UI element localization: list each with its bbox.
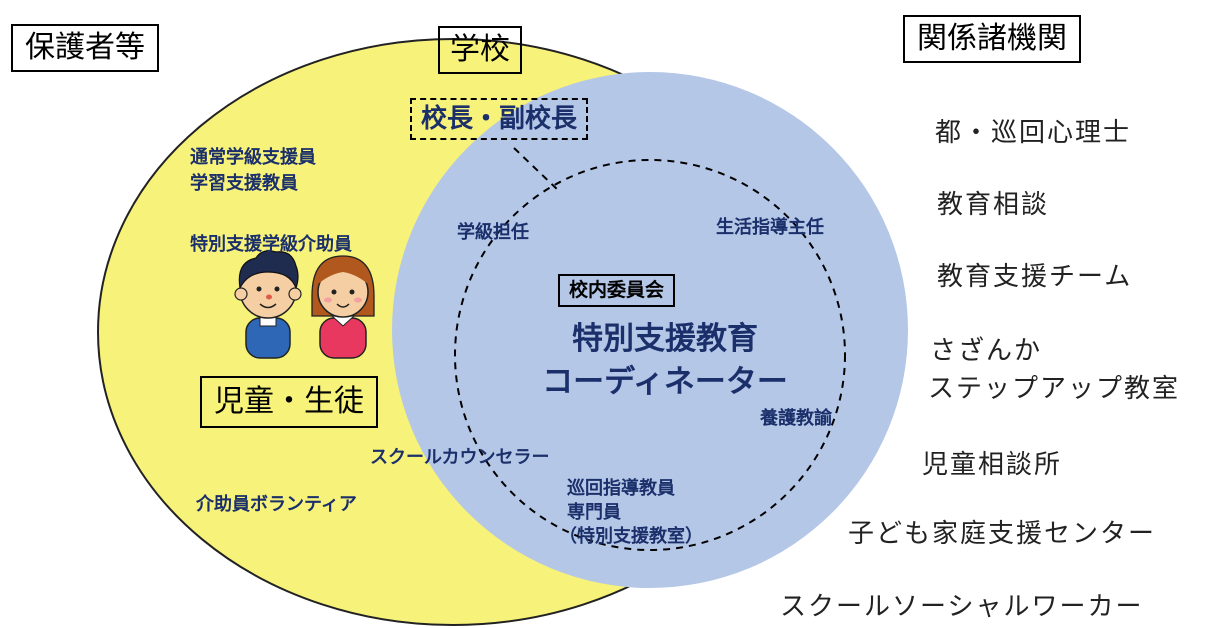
agency-education-support-team: 教育支援チーム	[937, 262, 1133, 292]
principal-connector-line	[513, 147, 561, 193]
agency-step-up-classroom: ステップアップ教室	[928, 374, 1181, 404]
school-counselor-label: スクールカウンセラー	[370, 447, 550, 468]
agency-sazanka: さざんか	[930, 336, 1043, 366]
agency-psychologist: 都・巡回心理士	[935, 118, 1132, 148]
inner-dashed-circle	[454, 159, 846, 551]
principal-label: 校長・副校長	[410, 98, 589, 140]
coordinator-title-line-1: 特別支援教育	[572, 321, 758, 357]
itinerant-line-2: 専門員	[567, 501, 621, 523]
girl-figure	[311, 255, 375, 359]
agency-social-worker: スクールソーシャルワーカー	[780, 592, 1144, 622]
itinerant-line-1: 巡回指導教員	[567, 478, 675, 499]
agency-child-guidance-center: 児童相談所	[922, 450, 1063, 480]
homeroom-teacher-label: 学級担任	[457, 222, 529, 243]
coordinator-title-line-2: コーディネーター	[542, 363, 788, 400]
agencies-label: 関係諸機関	[903, 15, 1081, 63]
aide-volunteer-label: 介助員ボランティア	[196, 494, 357, 515]
committee-label: 校内委員会	[558, 274, 676, 307]
regular-class-assistant: 通常学級支援員	[190, 147, 316, 168]
guardians-label: 保護者等	[11, 24, 159, 72]
boy-figure	[234, 250, 302, 359]
coordinator-title: 特別支援教育 コーディネーター	[520, 318, 810, 404]
school-label: 学校	[438, 26, 522, 74]
special-class-aide-label: 特別支援学級介助員	[190, 234, 352, 255]
school-circle	[392, 72, 908, 588]
support-staff-label: 通常学級支援員 学習支援教員	[190, 145, 316, 197]
agency-education-consultation: 教育相談	[937, 190, 1050, 220]
itinerant-line-3: （特別支援教室）	[559, 525, 703, 547]
students-label: 児童・生徒	[200, 376, 378, 428]
guidance-chief-label: 生活指導主任	[716, 217, 824, 238]
itinerant-teacher-label: 巡回指導教員 専門員 （特別支援教室）	[559, 477, 703, 548]
learning-support-teacher: 学習支援教員	[190, 173, 298, 195]
school-nurse-label: 養護教諭	[760, 408, 832, 429]
agency-family-support-center: 子ども家庭支援センター	[848, 519, 1157, 549]
children-illustration	[234, 250, 375, 359]
